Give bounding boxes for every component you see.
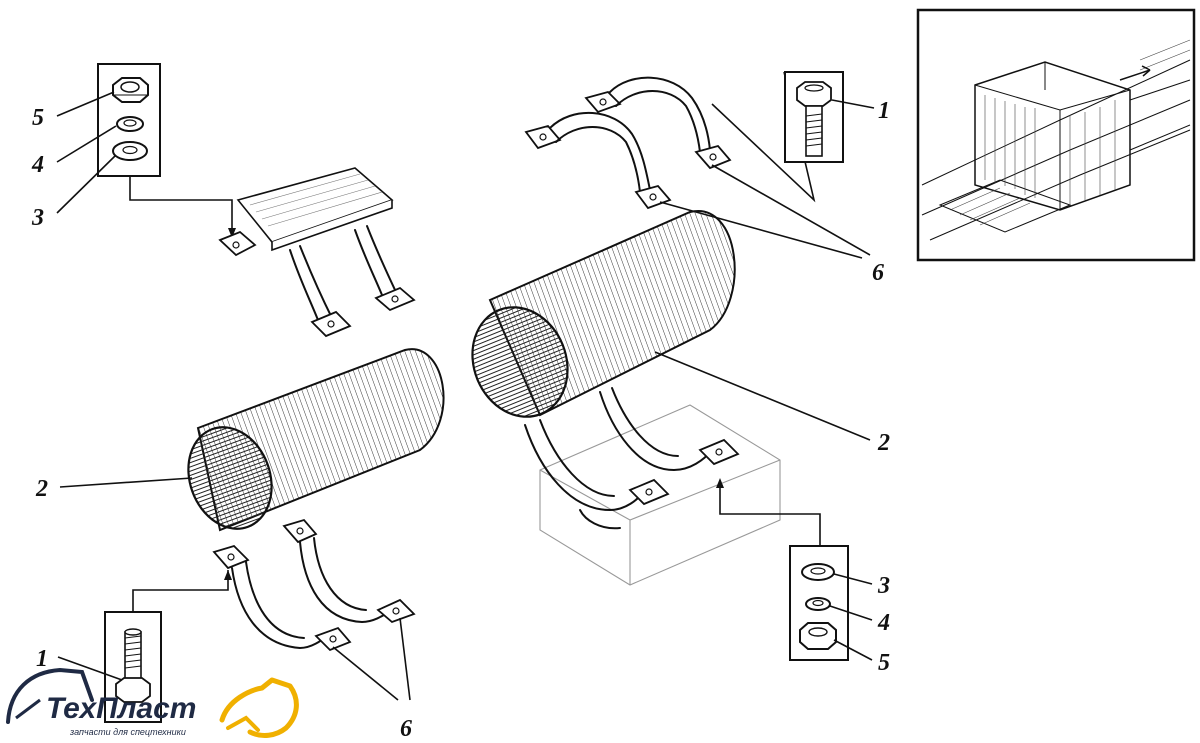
callout-5-top-left: 5: [32, 105, 44, 131]
callout-3-top-left: 3: [31, 205, 44, 231]
callout-6-right: 6: [872, 260, 884, 286]
callout-3-right: 3: [877, 573, 890, 599]
hardware-box-right: [716, 478, 849, 661]
callout-4-top-left: 4: [31, 152, 44, 178]
spring-washer-icon: [116, 116, 144, 132]
callout-1-bottom-left: 1: [36, 646, 48, 672]
flat-washer-icon: [801, 563, 835, 581]
hardware-box-top-right: [784, 71, 844, 163]
clamp-straps-lower-left: [212, 518, 416, 652]
spring-washer-icon: [805, 597, 831, 611]
brand-logo: ТехПласт запчасти для спецтехники: [6, 667, 299, 738]
callout-4-right: 4: [877, 610, 890, 636]
callout-6-bottom-left: 6: [400, 716, 412, 742]
clamp-straps-upper-right: [524, 76, 732, 210]
bolt-icon: [115, 628, 151, 703]
hardware-box-bottom-left: [104, 570, 232, 723]
logo-brand-text: ТехПласт: [46, 692, 196, 725]
frame-bracket-upper-left: [218, 167, 416, 338]
bolt-icon: [796, 81, 832, 157]
callout-2-left: 2: [35, 476, 48, 502]
inset-location-view: [916, 8, 1196, 262]
hardware-box-top-left: [97, 63, 236, 238]
nut-icon: [112, 77, 149, 103]
flat-washer-icon: [112, 141, 148, 161]
logo-tagline: запчасти для спецтехники: [69, 727, 186, 737]
tank-cylinder-left: [187, 348, 445, 532]
nut-icon: [799, 622, 837, 650]
tank-cylinder-right: [471, 210, 736, 418]
excavator-bucket-icon: [219, 677, 299, 738]
frame-bracket-lower-right: [524, 387, 781, 586]
callout-5-right: 5: [878, 650, 890, 676]
callout-2-right: 2: [877, 430, 890, 456]
callout-1-top-right: 1: [878, 98, 890, 124]
